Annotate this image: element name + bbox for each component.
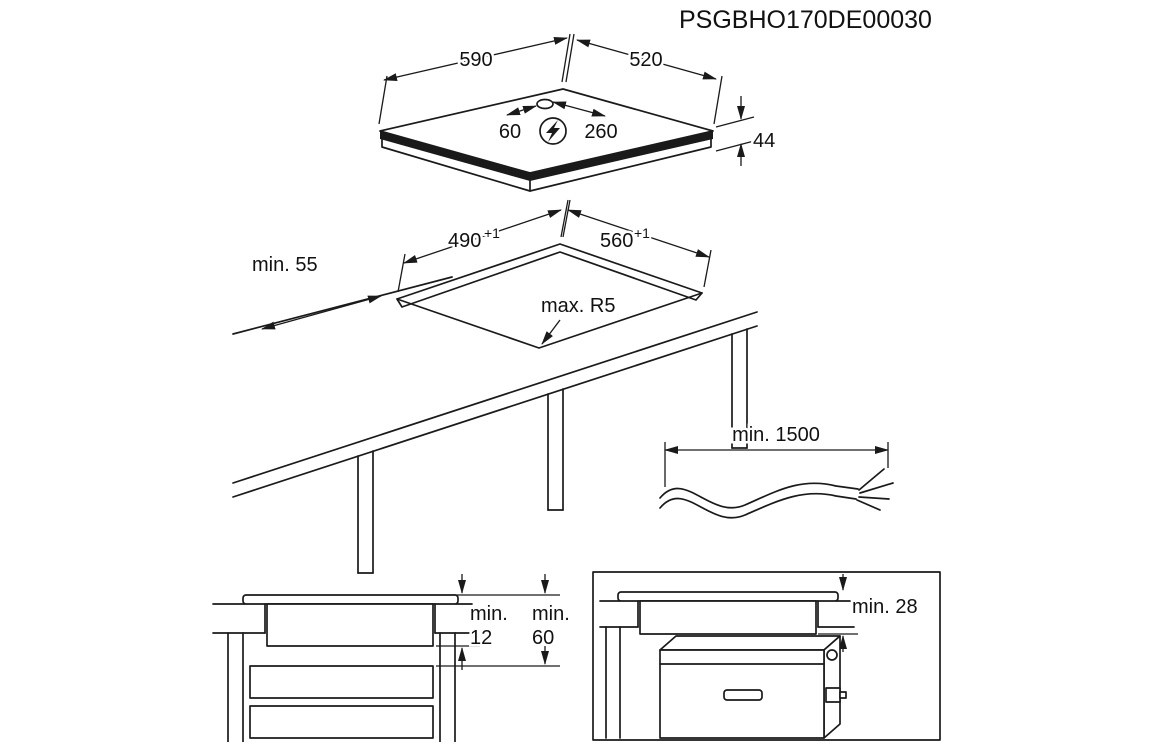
hob-edge-band <box>380 131 713 181</box>
mains-cable <box>659 468 894 519</box>
cable-offset-label: 60 <box>499 121 521 143</box>
gap1-label: min. <box>470 603 508 625</box>
gap2-value: 60 <box>532 627 554 649</box>
oven-knob <box>826 649 838 661</box>
hob-depth-label: 520 <box>629 49 662 71</box>
cabinet-frame <box>227 632 456 743</box>
gap2-label: min. <box>532 603 570 625</box>
drawer-bottom <box>249 705 434 739</box>
hob-width-label: 590 <box>459 49 492 71</box>
oven-installation-view: min. 28 <box>592 571 941 741</box>
dim-hob-depth: 520 <box>565 33 723 125</box>
cutout-depth-tolerance: +1 <box>634 225 650 241</box>
dim-hob-width: 590 <box>378 33 571 125</box>
dim-corner-radius: max. R5 <box>539 293 618 345</box>
hob-height-label: 44 <box>753 130 775 152</box>
dim-cutout-depth: 560 +1 <box>562 199 712 288</box>
drawer-top <box>249 665 434 699</box>
oven-connector <box>825 687 841 703</box>
worktop-front-edge <box>232 311 758 498</box>
dim-cable-position: 60 260 <box>496 101 620 146</box>
gap1-value: 12 <box>470 627 492 649</box>
cutout-depth-label: 560 <box>600 230 633 252</box>
corner-radius-label: max. R5 <box>541 295 615 317</box>
detail-box <box>592 571 941 741</box>
oven-handle <box>723 689 763 701</box>
cable-offset2-label: 260 <box>584 121 617 143</box>
hob-body-profile <box>266 603 434 647</box>
cutout-width-tolerance: +1 <box>484 225 500 241</box>
dim-front-clearance: min. 55 <box>232 252 453 335</box>
cabinet-legs <box>357 328 748 574</box>
cabinet-side-view: min. 12 min. 60 <box>212 574 572 743</box>
cutout-width-label: 490 <box>448 230 481 252</box>
oven-connector-pin <box>839 691 847 699</box>
cable-length-view: min. 1500 <box>659 422 894 519</box>
cable-length-label: min. 1500 <box>732 424 820 446</box>
hob-isometric-view: 590 520 60 260 44 <box>378 33 778 192</box>
part-number: PSGBHO170DE00030 <box>679 6 932 34</box>
oven-top <box>659 635 841 651</box>
oven-clearance-label: min. 28 <box>852 596 918 618</box>
hob-glass-profile-2 <box>617 591 839 602</box>
lightning-bolt-icon <box>546 120 560 142</box>
front-clearance-label: min. 55 <box>252 254 318 276</box>
oven <box>659 635 847 739</box>
hob-glass-profile <box>242 594 459 605</box>
worktop-cutout-view: 490 +1 560 +1 min. 55 max. R5 <box>232 199 758 574</box>
hob-body-profile-2 <box>639 600 817 635</box>
dim-hob-height: 44 <box>715 96 778 166</box>
dim-cutout-width: 490 +1 <box>397 199 569 293</box>
